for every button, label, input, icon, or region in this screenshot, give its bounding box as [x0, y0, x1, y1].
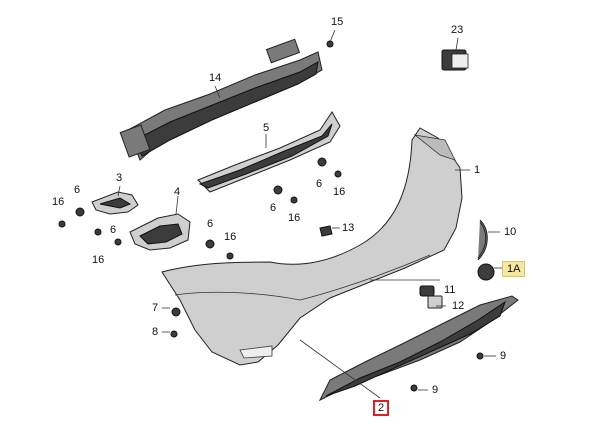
cap-1a: [477, 263, 495, 281]
callout-16-bracket: 16: [92, 254, 105, 266]
clip-13: [319, 225, 333, 237]
callout-4: 4: [174, 186, 181, 198]
callout-6-top: 6: [316, 178, 323, 190]
fasteners: [58, 40, 484, 392]
bumper-cover: [161, 127, 463, 366]
callout-9-bottom: 9: [432, 384, 439, 396]
callout-16-top: 16: [333, 186, 346, 198]
callout-12: 12: [452, 300, 465, 312]
callout-16-left: 16: [52, 196, 65, 208]
lower-diffuser: [318, 295, 519, 402]
callout-8: 8: [152, 326, 159, 338]
callout-23: 23: [451, 24, 464, 36]
callout-15: 15: [331, 16, 344, 28]
callout-3: 3: [116, 172, 123, 184]
callout-16-mid: 16: [224, 231, 237, 243]
callout-7: 7: [152, 302, 159, 314]
callout-13: 13: [342, 222, 355, 234]
callout-14: 14: [209, 72, 222, 84]
callout-6-center: 6: [270, 202, 277, 214]
callout-11: 11: [444, 284, 456, 296]
impact-bar: [119, 38, 323, 161]
leader-lines: [117, 29, 502, 399]
callout-10: 10: [504, 226, 517, 238]
clip-11: [419, 285, 435, 297]
callout-9-right: 9: [500, 350, 507, 362]
clip-12: [427, 295, 443, 309]
callout-1: 1: [474, 164, 481, 176]
side-strip: [477, 219, 488, 261]
energy-absorber: [197, 111, 341, 193]
connector: [441, 49, 469, 71]
callout-5: 5: [263, 122, 270, 134]
callout-1a: 1A: [502, 261, 526, 277]
callout-6-mid: 6: [207, 218, 214, 230]
callout-6-left: 6: [74, 184, 81, 196]
left-bracket: [91, 191, 139, 215]
callout-2: 2: [373, 400, 390, 416]
callout-6-bracket: 6: [110, 224, 117, 236]
side-bracket: [129, 213, 191, 251]
callout-16-center: 16: [288, 212, 301, 224]
